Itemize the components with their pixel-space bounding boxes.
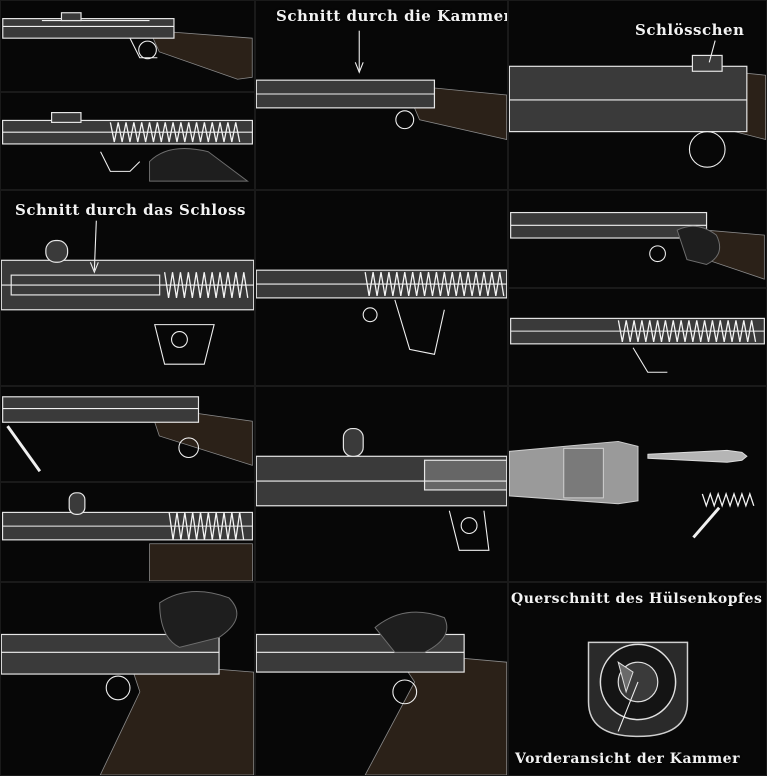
hand-on-bolt-right-illustration [510,211,765,280]
caption-kammer-section: Schnitt durch die Kammer [276,7,508,25]
hand-on-rifle-illustration [256,611,507,775]
arrow-schloesschen [708,40,716,63]
rifle-side-illustration [2,12,253,80]
hand-on-bolt-illustration [1,590,254,775]
panel-bolt-cartridge [255,386,508,582]
caption-schloss-section: Schnitt durch das Schloss [15,201,246,219]
panel-hand-rifle-right [508,190,767,288]
kammer-rifle-illustration [256,30,507,141]
panel-rifle-side-top [0,0,255,92]
panel-schloesschen: Schlösschen [508,0,767,190]
panel-hand-loading-left [0,582,255,776]
receiver-grip-illustration [256,269,507,355]
receiver-spring-illustration [1,492,254,581]
arrow-schloss [93,220,97,271]
caption-kammer-front-view: Vorderansicht der Kammer [515,751,740,767]
receiver-cutaway-illustration [2,112,253,182]
bolt-chamber-illustration [256,427,507,551]
schloesschen-illustration [509,40,766,168]
huelsenkopf-cross-section-illustration [587,641,689,738]
panel-receiver-spring [0,92,255,190]
panel-receiver-spring-right [508,288,767,386]
panel-rifle-diagonal-arrow [0,386,255,482]
panel-hand-loading-middle [255,582,508,776]
receiver-spring-right-illustration [510,317,765,373]
schloss-cutaway-illustration [1,220,254,365]
panel-huelsenkopf-cross-section: Querschnitt des Hülsenkopfes Vorderansic… [508,582,767,776]
panel-bolt-and-cartridge [508,386,767,582]
bolt-with-cartridge-illustration [509,440,755,539]
panel-schloss-section: Schnitt durch das Schloss [0,190,255,386]
panel-pistol-grip [255,190,508,386]
caption-huelsenkopf: Querschnitt des Hülsenkopfes [511,591,763,607]
rifle-bolt-open-illustration [2,396,253,473]
panel-kammer-section: Schnitt durch die Kammer [255,0,508,190]
arrow-kammer-front [617,681,639,732]
caption-schloesschen: Schlösschen [635,21,745,39]
panel-receiver-spring-lower [0,482,255,582]
